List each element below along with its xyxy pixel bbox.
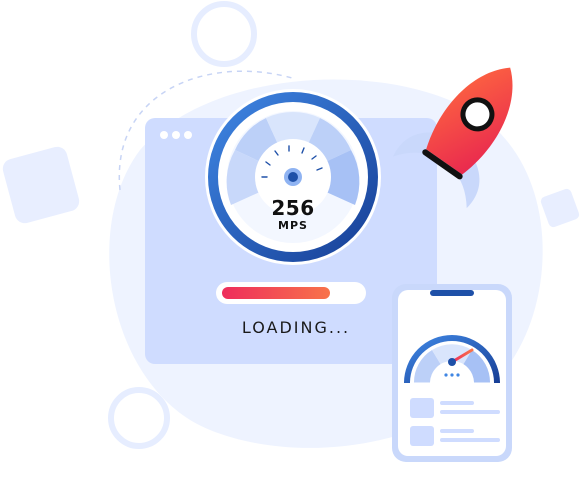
deco-square-left (2, 146, 80, 224)
rocket-icon (392, 67, 513, 209)
dashed-arc (118, 70, 293, 191)
speed-value: 256 (271, 196, 315, 220)
speedometer-icon (205, 89, 381, 265)
window-dot (184, 131, 192, 139)
progress-fill (222, 287, 330, 299)
smartphone-icon (392, 284, 512, 462)
loading-label: LOADING... (241, 318, 351, 337)
deco-circle-top (191, 1, 257, 67)
speed-unit: MPS (278, 219, 308, 232)
deco-circle-bottom (108, 387, 170, 449)
window-dot (160, 131, 168, 139)
window-dot (172, 131, 180, 139)
deco-square-right (540, 188, 580, 228)
